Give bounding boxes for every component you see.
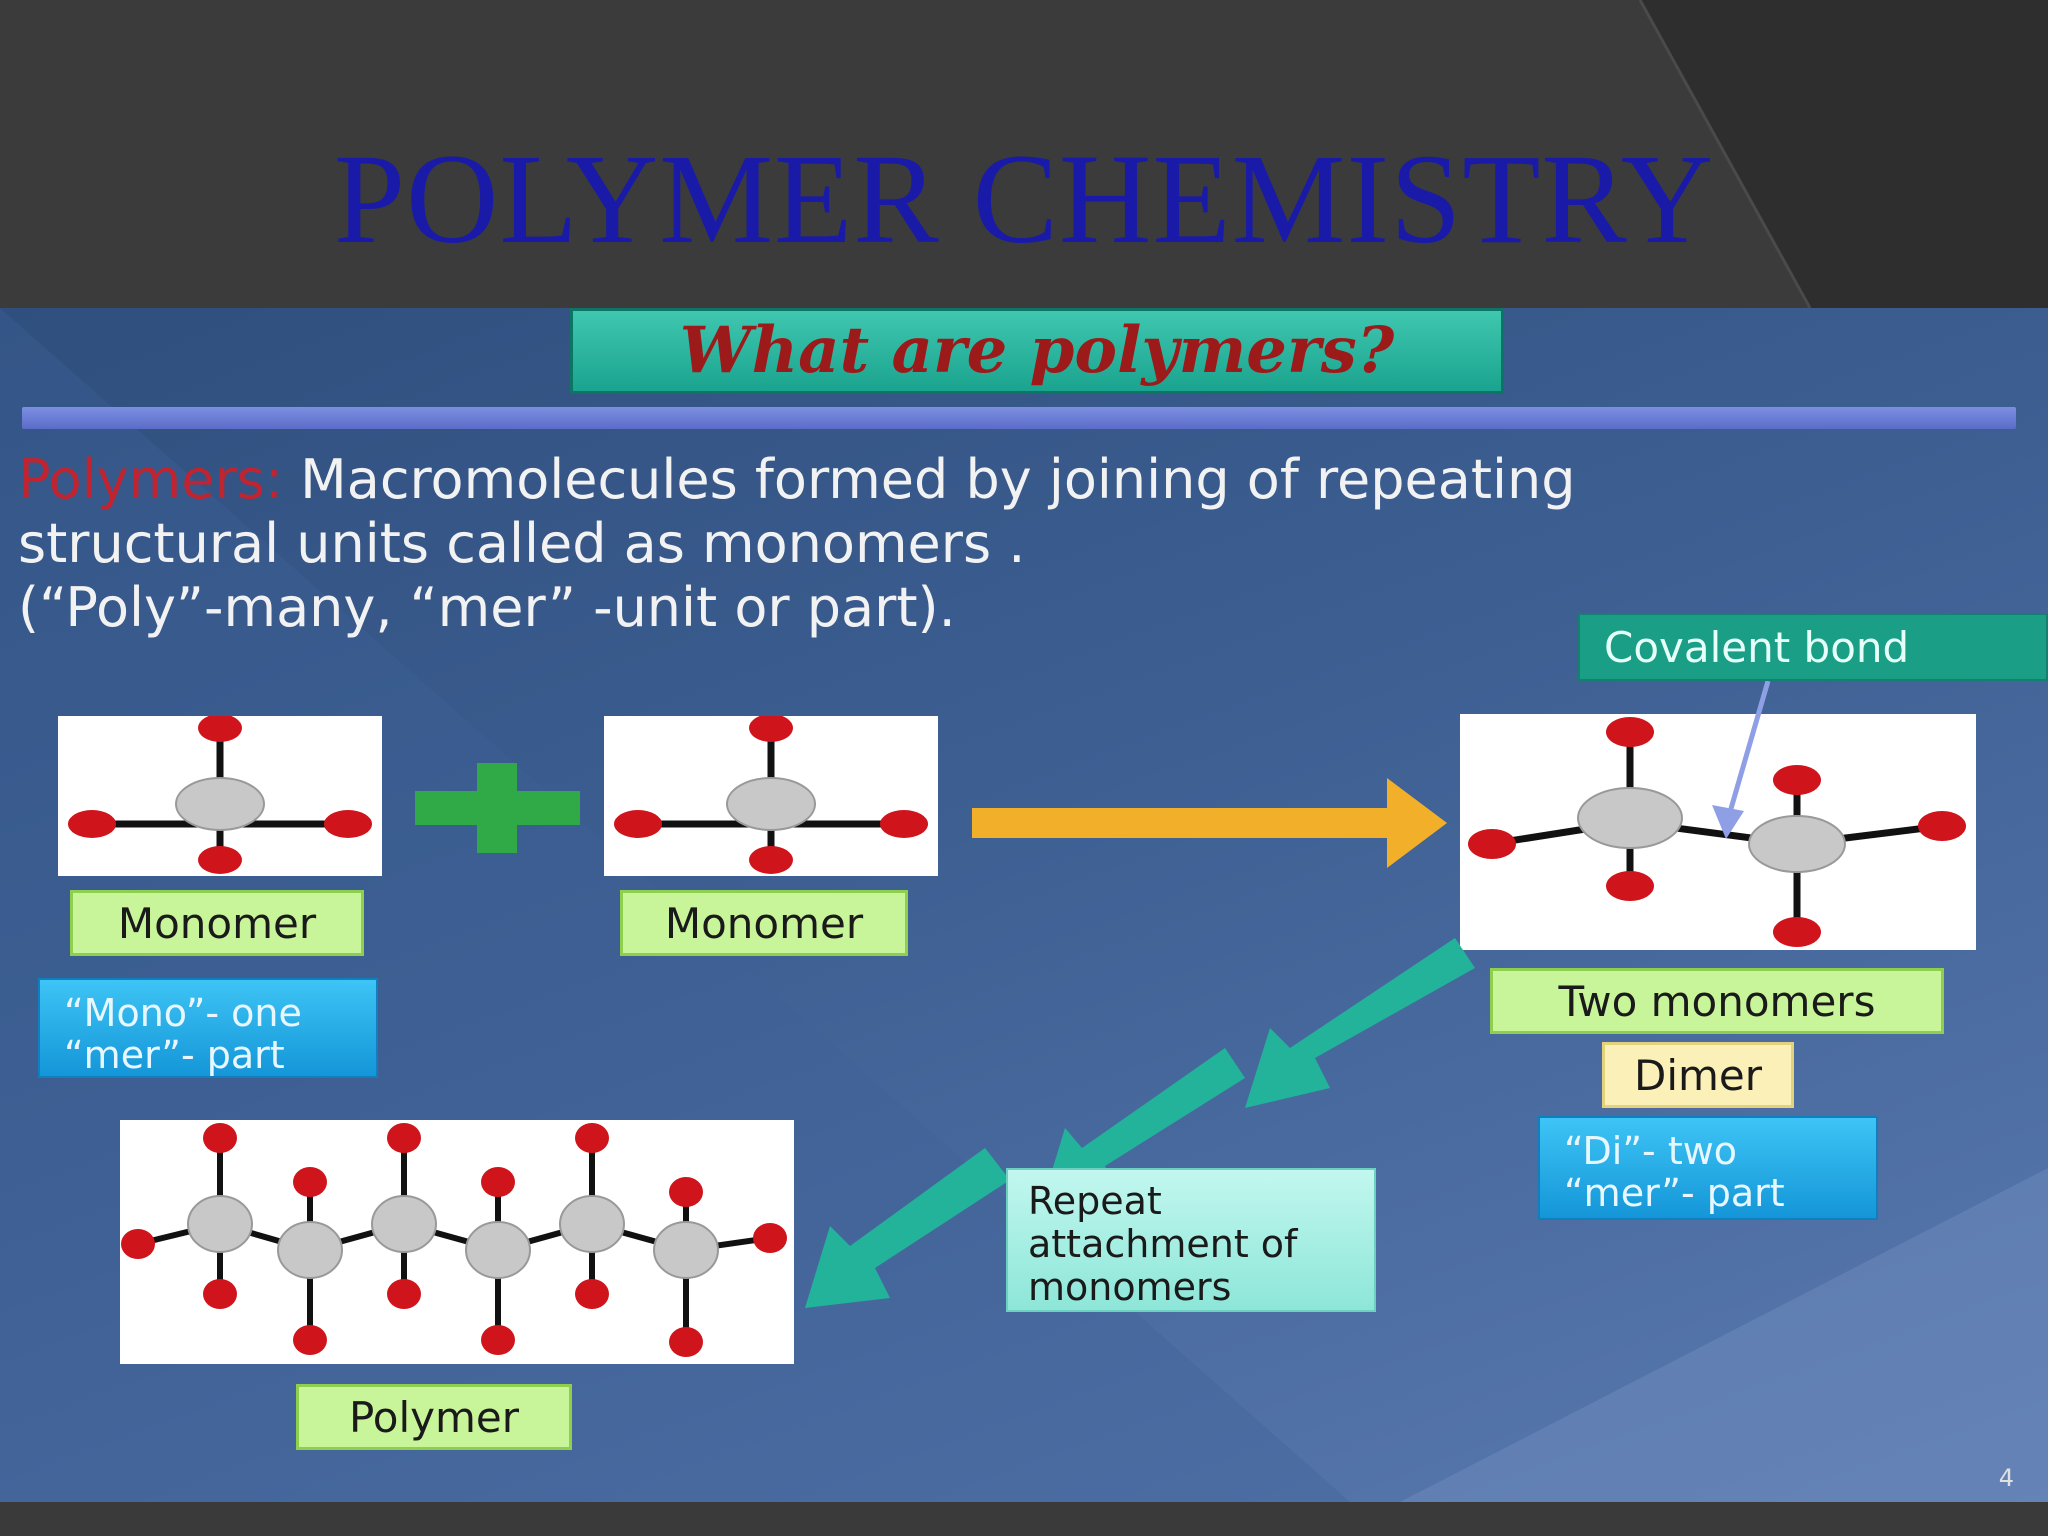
- polymer-image: [120, 1120, 794, 1364]
- repeat-line-2: attachment of: [1028, 1222, 1298, 1266]
- repeat-line-3: monomers: [1028, 1265, 1232, 1309]
- polymer-molecule-icon: [121, 1123, 787, 1357]
- monomer-image-1: [58, 714, 382, 876]
- monomer-label-2: Monomer: [620, 890, 908, 956]
- monomer-molecule-icon: [614, 714, 928, 874]
- polymer-label: Polymer: [296, 1384, 572, 1450]
- di-note-line-1: “Di”- two: [1564, 1129, 1738, 1173]
- mono-note-line-1: “Mono”- one: [64, 991, 302, 1035]
- repeat-line-1: Repeat: [1028, 1179, 1162, 1223]
- banner-text: What are polymers?: [679, 313, 1395, 388]
- definition-term: Polymers:: [18, 448, 283, 511]
- right-arrow-icon: [972, 778, 1447, 868]
- monomer-molecule-icon: [68, 714, 372, 874]
- header-decoration: [1638, 0, 2048, 308]
- dimer-molecule-icon: [1468, 717, 1966, 947]
- definition-paragraph: Polymers: Macromolecules formed by joini…: [18, 448, 2018, 640]
- definition-text-1: Macromolecules formed by joining of repe…: [300, 448, 1576, 511]
- down-left-arrow-icon-1: [1245, 938, 1475, 1108]
- banner-heading: What are polymers?: [570, 308, 1504, 394]
- slide-header: POLYMER CHEMISTRY: [0, 0, 2048, 308]
- definition-line-3: (“Poly”-many, “mer” -unit or part).: [18, 576, 956, 639]
- definition-line-1: Polymers: Macromolecules formed by joini…: [18, 448, 2018, 512]
- monomer-label-1: Monomer: [70, 890, 364, 956]
- two-monomers-label: Two monomers: [1490, 968, 1944, 1034]
- page-number: 4: [1998, 1464, 2014, 1492]
- divider-rule: [22, 407, 2016, 429]
- bond-pointer-arrow: [1712, 681, 1771, 839]
- dimer-image: [1460, 714, 1976, 950]
- di-meaning-note: “Di”- two “mer”- part: [1538, 1116, 1878, 1220]
- down-left-arrow-icon-3: [805, 1148, 1010, 1308]
- dimer-label: Dimer: [1602, 1042, 1794, 1108]
- definition-line-2: structural units called as monomers .: [18, 512, 1026, 575]
- di-note-line-2: “mer”- part: [1564, 1171, 1785, 1215]
- mono-meaning-note: “Mono”- one “mer”- part: [38, 978, 378, 1078]
- slide-content: What are polymers? Polymers: Macromolecu…: [0, 308, 2048, 1502]
- slide-title: POLYMER CHEMISTRY: [333, 128, 1715, 270]
- covalent-bond-label: Covalent bond: [1578, 613, 2048, 681]
- monomer-image-2: [604, 714, 938, 876]
- mono-note-line-2: “mer”- part: [64, 1033, 285, 1077]
- footer-bar: [0, 1502, 2048, 1536]
- repeat-attachment-label: Repeat attachment of monomers: [1006, 1168, 1376, 1312]
- plus-icon: [415, 763, 580, 853]
